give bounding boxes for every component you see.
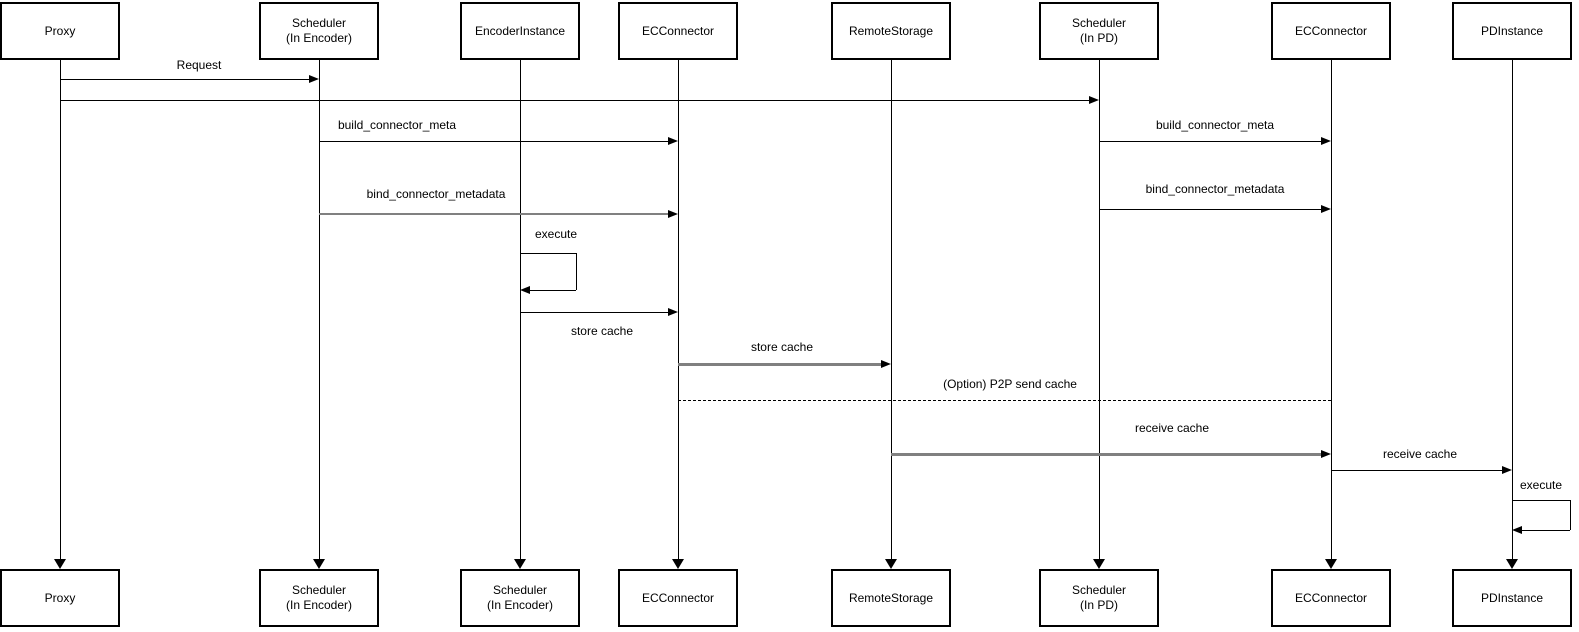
arrowhead-right-icon [1321, 450, 1331, 458]
message-label: build_connector_meta [335, 118, 459, 132]
lifeline-arrow-down-icon [514, 559, 526, 569]
lifeline-arrow-down-icon [1093, 559, 1105, 569]
lifeline-arrow-down-icon [54, 559, 66, 569]
lifeline-arrow-down-icon [885, 559, 897, 569]
arrowhead-right-icon [668, 137, 678, 145]
actor-label: ECConnector [641, 23, 715, 38]
actor-label: Scheduler (In Encoder) [285, 16, 353, 45]
lifeline-proxy [60, 60, 61, 559]
arrowhead-right-icon [881, 360, 891, 368]
message-label: Request [174, 58, 224, 72]
message-label: execute [532, 227, 580, 241]
actor-bottom-remote-storage: RemoteStorage [831, 569, 951, 627]
actor-label: RemoteStorage [848, 23, 934, 38]
arrowhead-right-icon [1321, 205, 1331, 213]
arrowhead-left-icon [1512, 526, 1522, 534]
message-line [319, 213, 670, 215]
actor-bottom-ec-connector-encoder: ECConnector [618, 569, 738, 627]
lifeline-ec-connector-encoder [678, 60, 679, 559]
message-label: store cache [748, 340, 816, 354]
actor-top-scheduler-encoder: Scheduler (In Encoder) [259, 2, 379, 60]
actor-top-encoder-instance: EncoderInstance [460, 2, 580, 60]
message-label: execute [1517, 478, 1565, 492]
lifeline-encoder-instance [520, 60, 521, 559]
actor-label: RemoteStorage [848, 590, 934, 605]
actor-top-ec-connector-pd: ECConnector [1271, 2, 1391, 60]
lifeline-pd-instance [1512, 60, 1513, 559]
message-line [60, 79, 310, 80]
message-line [319, 141, 670, 142]
actor-top-ec-connector-encoder: ECConnector [618, 2, 738, 60]
lifeline-arrow-down-icon [1325, 559, 1337, 569]
lifeline-arrow-down-icon [672, 559, 684, 569]
actor-label: Proxy [44, 23, 76, 38]
message-line [891, 453, 1323, 456]
actor-bottom-encoder-instance: Scheduler (In Encoder) [460, 569, 580, 627]
self-call-right-line [1570, 500, 1571, 530]
lifeline-scheduler-pd [1099, 60, 1100, 559]
arrowhead-right-icon [1089, 96, 1099, 104]
actor-label: Proxy [44, 590, 76, 605]
message-label: (Option) P2P send cache [941, 377, 1079, 391]
actor-label: Scheduler (In Encoder) [486, 583, 554, 612]
message-line [1331, 470, 1504, 471]
actor-bottom-proxy: Proxy [0, 569, 120, 627]
message-label: receive cache [1132, 421, 1212, 435]
actor-label: PDInstance [1480, 23, 1544, 38]
self-call-right-line [576, 253, 577, 290]
actor-bottom-pd-instance: PDInstance [1452, 569, 1572, 627]
arrowhead-right-icon [1502, 466, 1512, 474]
actor-label: Scheduler (In Encoder) [285, 583, 353, 612]
lifeline-arrow-down-icon [1506, 559, 1518, 569]
message-line [1099, 209, 1323, 210]
message-label: bind_connector_metadata [1143, 182, 1287, 196]
lifeline-scheduler-encoder [319, 60, 320, 559]
actor-label: Scheduler (In PD) [1071, 583, 1127, 612]
message-label: receive cache [1380, 447, 1460, 461]
actor-top-proxy: Proxy [0, 2, 120, 60]
actor-bottom-scheduler-encoder: Scheduler (In Encoder) [259, 569, 379, 627]
message-line [520, 312, 670, 313]
self-call-top-line [520, 253, 576, 254]
actor-top-remote-storage: RemoteStorage [831, 2, 951, 60]
message-label: build_connector_meta [1153, 118, 1277, 132]
self-call-bottom-line [1521, 530, 1570, 531]
actor-label: EncoderInstance [474, 23, 566, 38]
lifeline-arrow-down-icon [313, 559, 325, 569]
arrowhead-right-icon [668, 210, 678, 218]
actor-label: ECConnector [641, 590, 715, 605]
actor-label: PDInstance [1480, 590, 1544, 605]
actor-label: Scheduler (In PD) [1071, 16, 1127, 45]
self-call-bottom-line [529, 290, 576, 291]
message-line [1099, 141, 1323, 142]
message-label: store cache [568, 324, 636, 338]
message-line [678, 400, 1331, 401]
actor-bottom-scheduler-pd: Scheduler (In PD) [1039, 569, 1159, 627]
actor-label: ECConnector [1294, 590, 1368, 605]
arrowhead-right-icon [668, 308, 678, 316]
lifeline-ec-connector-pd [1331, 60, 1332, 559]
arrowhead-right-icon [1321, 137, 1331, 145]
arrowhead-right-icon [309, 75, 319, 83]
actor-top-scheduler-pd: Scheduler (In PD) [1039, 2, 1159, 60]
actor-top-pd-instance: PDInstance [1452, 2, 1572, 60]
actor-bottom-ec-connector-pd: ECConnector [1271, 569, 1391, 627]
actor-label: ECConnector [1294, 23, 1368, 38]
lifeline-remote-storage [891, 60, 892, 559]
message-line [678, 363, 883, 366]
self-call-top-line [1512, 500, 1570, 501]
arrowhead-left-icon [520, 286, 530, 294]
message-line [60, 100, 1091, 101]
message-label: bind_connector_metadata [364, 187, 508, 201]
